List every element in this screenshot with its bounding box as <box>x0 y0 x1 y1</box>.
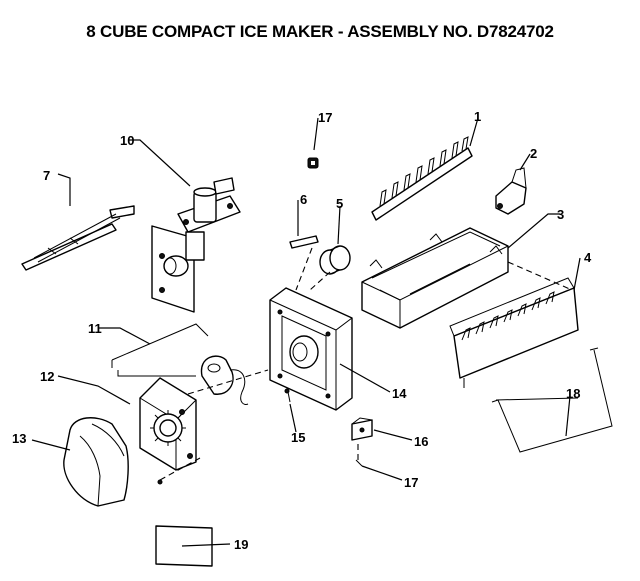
leader-20 <box>289 403 297 433</box>
part-valve-bracket <box>151 225 205 313</box>
part-shutoff-arm <box>491 347 613 453</box>
callout-7: 11 <box>88 321 102 336</box>
leader-15 <box>313 117 319 151</box>
dash-6-18 <box>295 247 313 291</box>
part-wire-harness <box>21 205 135 271</box>
part-fill-cup <box>449 277 579 388</box>
leader-13 <box>565 395 571 437</box>
diagram-title: 8 CUBE COMPACT ICE MAKER - ASSEMBLY NO. … <box>86 22 554 41</box>
callout-12: 13 <box>12 431 26 446</box>
part-screw <box>355 444 363 467</box>
dash-5-18 <box>309 271 331 291</box>
part-small-bracket <box>351 417 373 441</box>
callout-11: 10 <box>120 133 134 148</box>
callout-15: 17 <box>318 110 332 125</box>
part-water-valve <box>177 177 241 233</box>
leader-14 <box>181 543 231 547</box>
leader-1 <box>469 117 479 147</box>
part-clip <box>307 157 319 169</box>
callout-16: 16 <box>414 434 428 449</box>
part-shaft <box>289 235 319 249</box>
part-control-housing <box>139 377 197 471</box>
leader-2 <box>519 153 531 171</box>
leader-18 <box>339 363 391 393</box>
callout-1: 1 <box>474 109 481 124</box>
part-pin <box>284 388 291 403</box>
leader-17 <box>361 465 403 481</box>
callout-10: 7 <box>43 168 50 183</box>
callout-3: 3 <box>557 207 564 222</box>
part-housing-frame <box>269 287 353 411</box>
dash-3-4 <box>507 261 573 291</box>
callout-6: 6 <box>300 192 307 207</box>
leader-5 <box>337 205 341 245</box>
leader-12 <box>31 439 71 451</box>
part-front-cover <box>63 417 129 507</box>
part-harness-loop <box>111 323 209 377</box>
leader-11 <box>128 139 191 187</box>
part-ejector <box>371 136 473 221</box>
callout-5: 5 <box>336 196 343 211</box>
callout-18: 14 <box>392 386 407 401</box>
leader-16 <box>373 429 413 441</box>
part-motor-gear <box>319 245 351 275</box>
callout-14: 19 <box>234 537 248 552</box>
part-stripper-bracket <box>495 167 527 215</box>
callout-2: 2 <box>530 146 537 161</box>
callout-20: 15 <box>291 430 305 445</box>
callout-19: 12 <box>40 369 54 384</box>
dash-screw <box>159 457 201 481</box>
part-motor <box>200 355 249 405</box>
part-screw-dot <box>157 479 163 485</box>
callout-4: 4 <box>584 250 592 265</box>
leader-4 <box>573 257 581 291</box>
callout-17: 17 <box>404 475 418 490</box>
leader-19 <box>57 375 131 405</box>
leader-10 <box>57 173 71 206</box>
leader-3 <box>507 213 560 249</box>
part-mold <box>361 227 509 329</box>
dash-housing-18 <box>187 369 269 395</box>
callout-13: 18 <box>566 386 580 401</box>
leader-7 <box>98 327 151 345</box>
